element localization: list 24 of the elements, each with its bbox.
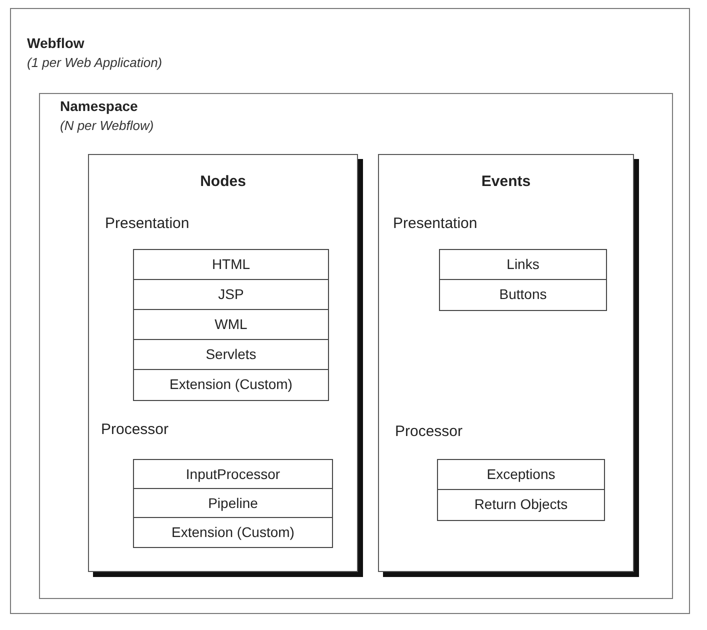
list-row: Links — [440, 250, 606, 280]
list-row: Extension (Custom) — [134, 518, 332, 547]
section-heading: Processor — [395, 423, 463, 440]
list-row: JSP — [134, 280, 328, 310]
panel-title: Events — [481, 173, 531, 190]
container-frame — [10, 8, 690, 614]
list-row: Exceptions — [438, 460, 604, 490]
list-row: Extension (Custom) — [134, 370, 328, 400]
list-row: InputProcessor — [134, 460, 332, 489]
list-row: Pipeline — [134, 489, 332, 518]
frame-title: Webflow — [27, 35, 84, 51]
section-heading: Presentation — [105, 215, 190, 232]
frame-subtitle: (1 per Web Application) — [27, 55, 162, 70]
section-heading: Processor — [101, 421, 169, 438]
list-row: WML — [134, 310, 328, 340]
list-row: Servlets — [134, 340, 328, 370]
list-row: Buttons — [440, 280, 606, 310]
section-heading: Presentation — [393, 215, 478, 232]
list-row: HTML — [134, 250, 328, 280]
frame-title: Namespace — [60, 98, 138, 114]
panel-title: Nodes — [200, 173, 246, 190]
container-frame — [39, 93, 673, 599]
list-row: Return Objects — [438, 490, 604, 520]
frame-subtitle: (N per Webflow) — [60, 118, 154, 133]
